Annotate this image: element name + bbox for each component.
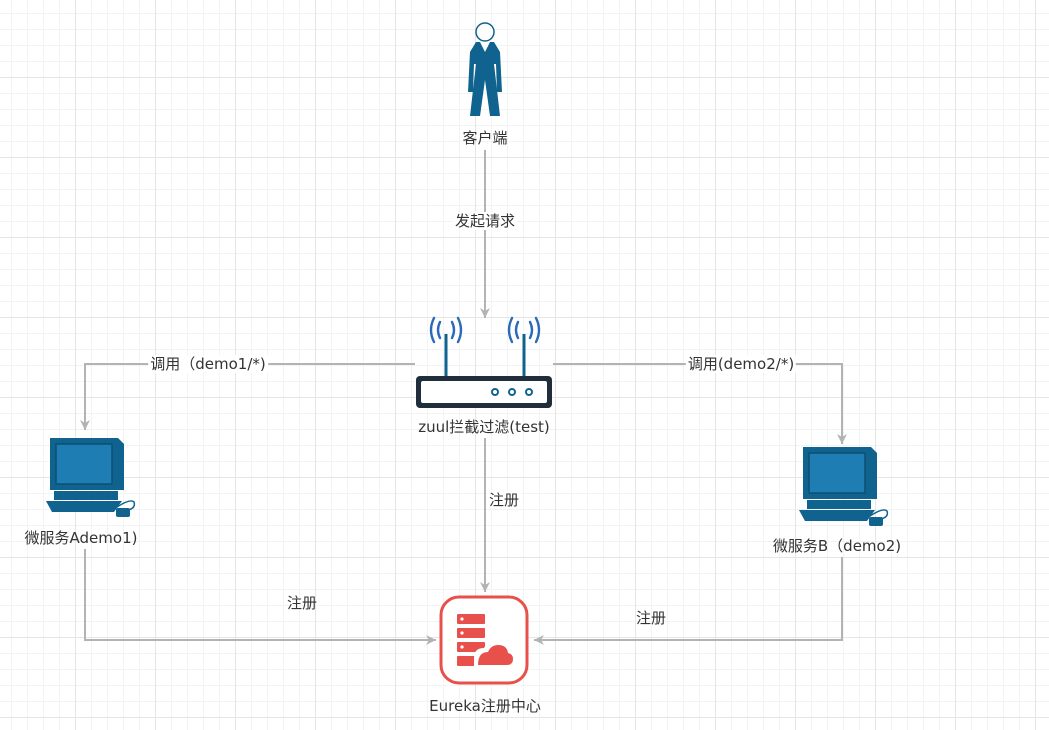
registry-label: Eureka注册中心 [429, 697, 541, 715]
service-a-label: 微服务Ademo1) [24, 529, 138, 547]
edge-label-register-gateway: 注册 [486, 491, 522, 509]
service-b-label: 微服务B（demo2) [772, 537, 902, 555]
edge-label-request: 发起请求 [452, 212, 518, 230]
user-icon[interactable] [468, 22, 502, 116]
edge-service-a-to-registry[interactable] [84, 549, 436, 645]
edge-gateway-to-service-b[interactable] [553, 363, 847, 444]
wireless-router-icon[interactable] [416, 316, 552, 408]
client-label: 客户端 [462, 129, 508, 147]
edge-gateway-to-service-a[interactable] [80, 363, 415, 430]
edge-label-register-b: 注册 [635, 609, 667, 627]
edge-label-register-a: 注册 [286, 594, 318, 612]
edge-label-call-demo1: 调用（demo1/*) [148, 355, 268, 373]
server-cloud-icon[interactable] [439, 595, 529, 685]
gateway-label: zuul拦截过滤(test) [418, 418, 550, 436]
edge-label-call-demo2: 调用(demo2/*) [685, 355, 797, 373]
edge-service-b-to-registry[interactable] [534, 557, 843, 645]
connectors [80, 150, 847, 645]
computer-icon[interactable] [46, 438, 136, 517]
computer-icon[interactable] [799, 447, 889, 526]
